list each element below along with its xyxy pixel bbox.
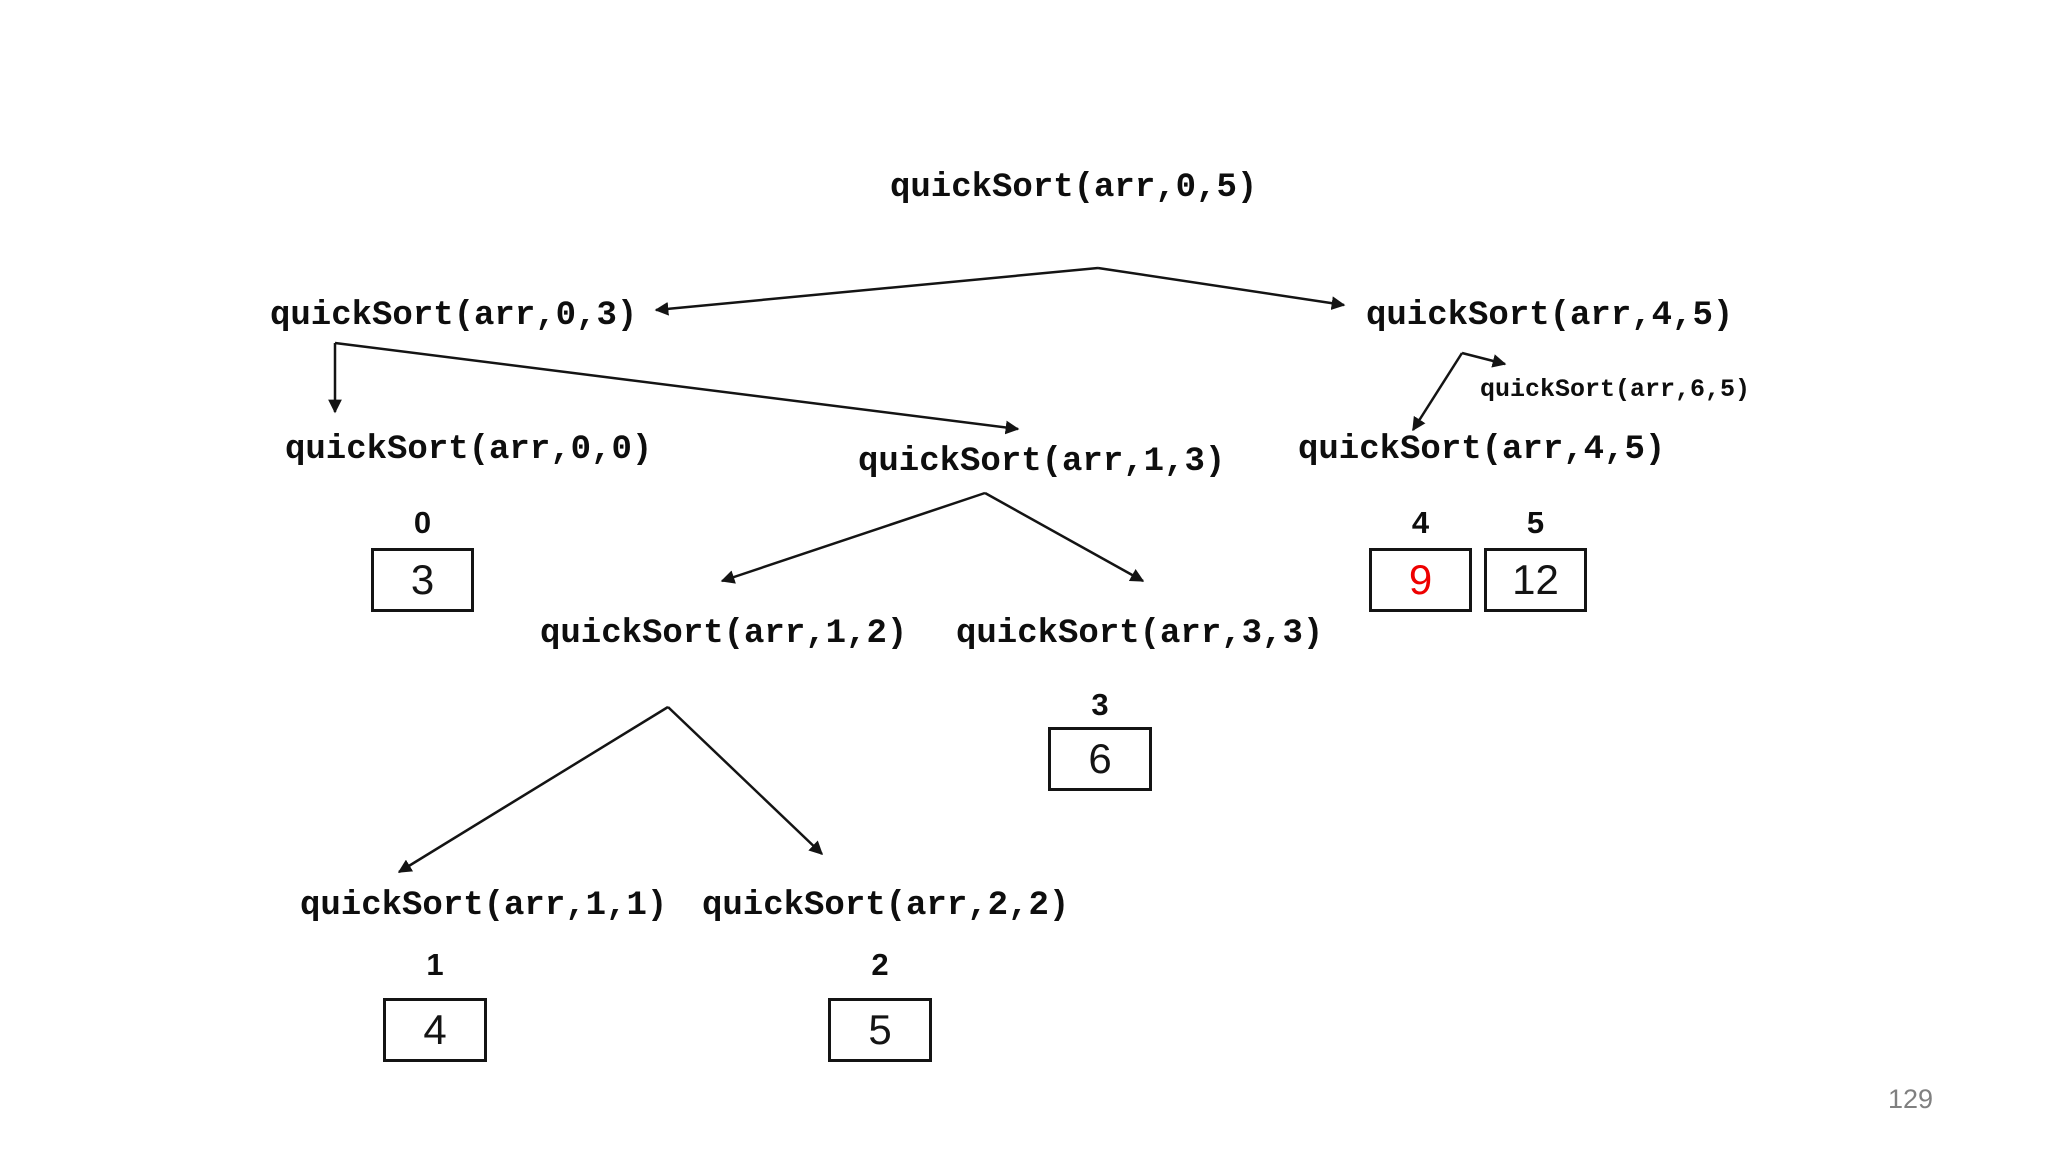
array-index-label-2: 2 xyxy=(871,947,889,982)
arrow-root-to-right xyxy=(1097,266,1346,310)
array-index-label-0: 0 xyxy=(413,505,432,540)
array-cell-value-5: 12 xyxy=(1512,556,1559,603)
node-level2-left: quickSort(arr,0,0) xyxy=(285,431,653,469)
array-cell-value-2: 5 xyxy=(868,1006,892,1053)
arrow-right-to-arr65 xyxy=(1461,351,1507,368)
array-index-label-3: 3 xyxy=(1091,687,1109,722)
array-cell-value-0: 3 xyxy=(410,556,435,603)
arrow-right-to-arr45 xyxy=(1411,352,1464,432)
node-level2-mid: quickSort(arr,1,3) xyxy=(858,443,1226,481)
array-index-label-5: 5 xyxy=(1526,505,1545,540)
array-cell-1: 4 xyxy=(383,998,487,1062)
array-cell-3: 6 xyxy=(1048,727,1152,791)
array-index-label-1: 1 xyxy=(426,947,444,982)
node-level4-right: quickSort(arr,2,2) xyxy=(702,887,1070,925)
array-cell-2: 5 xyxy=(828,998,932,1062)
node-level3-right: quickSort(arr,3,3) xyxy=(956,615,1324,653)
arrow-arr13-to-arr12 xyxy=(720,491,986,584)
array-index-label-4: 4 xyxy=(1411,505,1430,540)
page-number: 129 xyxy=(1888,1084,1934,1114)
array-cell-value-3: 6 xyxy=(1088,735,1112,782)
array-cell-4: 9 xyxy=(1369,548,1472,612)
node-level2-right-small: quickSort(arr,6,5) xyxy=(1480,375,1751,404)
node-level1-right: quickSort(arr,4,5) xyxy=(1366,297,1734,335)
arrow-arr13-to-arr33 xyxy=(984,491,1145,583)
array-cell-5: 12 xyxy=(1484,548,1587,612)
node-level4-left: quickSort(arr,1,1) xyxy=(300,887,668,925)
array-cell-0: 3 xyxy=(371,548,474,612)
node-level1-left: quickSort(arr,0,3) xyxy=(270,297,638,335)
arrow-arr12-to-arr11 xyxy=(397,705,669,874)
node-level2-right: quickSort(arr,4,5) xyxy=(1298,431,1666,469)
array-cell-value-4: 9 xyxy=(1408,556,1433,603)
arrow-root-to-left xyxy=(654,266,1099,316)
node-level3-left: quickSort(arr,1,2) xyxy=(540,615,908,653)
arrow-arr12-to-arr22 xyxy=(667,706,823,855)
arrow-left-to-arr13 xyxy=(334,341,1020,435)
node-root: quickSort(arr,0,5) xyxy=(890,169,1258,207)
array-cell-value-1: 4 xyxy=(423,1006,447,1053)
